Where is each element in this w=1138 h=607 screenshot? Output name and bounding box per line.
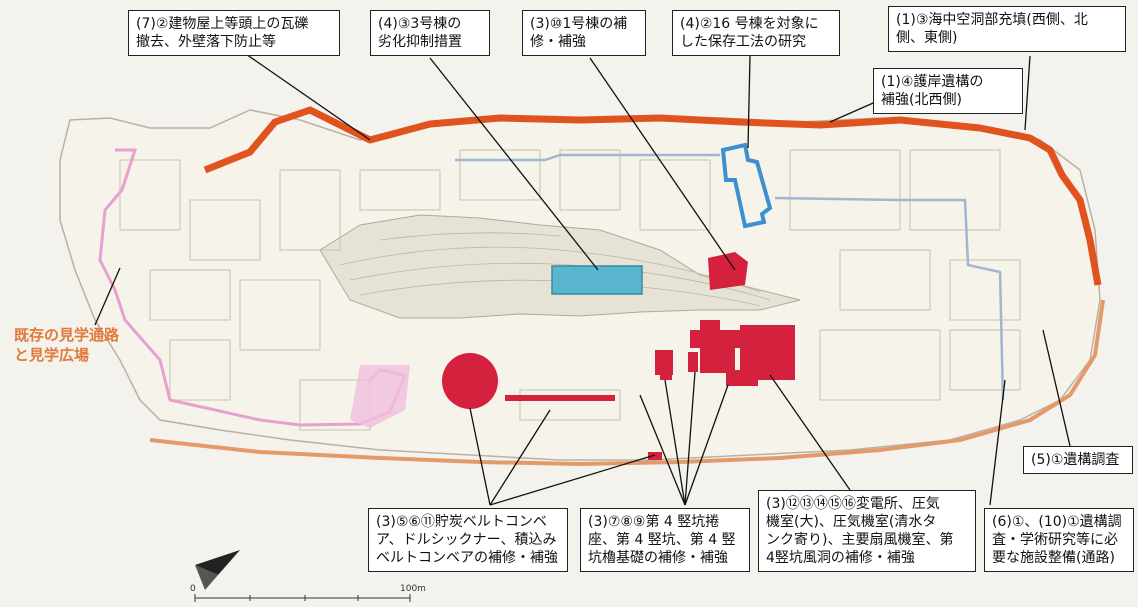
label-1-4-line1: (1)④護岸遺構の bbox=[881, 74, 984, 90]
label-7-2: (7)②建物屋上等頭上の瓦礫 撤去、外壁落下防止等 bbox=[128, 10, 340, 56]
label-3-10-line2: 修・補強 bbox=[530, 34, 586, 50]
label-1-3: (1)③海中空洞部充填(西側、北 側、東側) bbox=[888, 6, 1126, 52]
seawall-south bbox=[149, 299, 1105, 467]
label-4-3-line1: (4)③3号棟の bbox=[378, 16, 462, 32]
label-3-5-line1: (3)⑤⑥⑪貯炭ベルトコンベ bbox=[376, 514, 547, 530]
scale-start: 0 bbox=[190, 584, 196, 594]
north-arrow-icon bbox=[195, 550, 240, 590]
label-5-1: (5)①遺構調査 bbox=[1023, 446, 1133, 474]
label-3-10-line1: (3)⑩1号棟の補 bbox=[530, 16, 628, 32]
scale-end: 100m bbox=[400, 584, 426, 594]
label-7-2-line2: 撤去、外壁落下防止等 bbox=[136, 34, 276, 50]
label-3-7-line2: 座、第 4 竪坑、第 4 竪 bbox=[588, 532, 736, 548]
label-4-2-line2: した保存工法の研究 bbox=[680, 34, 806, 50]
route-label-line2: と見学広場 bbox=[14, 346, 90, 364]
label-1-3-line2: 側、東側) bbox=[896, 30, 958, 46]
label-3-5-line2: ア、ドルシックナー、積込み bbox=[376, 532, 557, 548]
label-6-1-line2: 査・学術研究等に必 bbox=[992, 532, 1118, 548]
visitor-plaza bbox=[350, 365, 410, 428]
building-footprints bbox=[119, 149, 1021, 431]
label-4-3: (4)③3号棟の 劣化抑制措置 bbox=[370, 10, 490, 56]
label-6-1-line1: (6)①、(10)①遺構調 bbox=[992, 514, 1122, 530]
label-3-12-line3: ンク寄り)、主要扇風機室、第 bbox=[766, 532, 954, 548]
building-16-outline bbox=[720, 142, 773, 229]
seawall-north bbox=[203, 106, 1102, 286]
label-3-7-line3: 坑櫓基礎の補修・補強 bbox=[588, 550, 728, 566]
label-4-2-line1: (4)②16 号棟を対象に bbox=[680, 16, 819, 32]
scale-bar bbox=[194, 594, 411, 602]
route-label: 既存の見学通路 と見学広場 bbox=[14, 325, 119, 365]
label-3-12-line2: 機室(大)、圧気機室(清水タ bbox=[766, 514, 937, 530]
pipe-line bbox=[455, 153, 1005, 401]
label-3-12-line1: (3)⑫⑬⑭⑮⑯変電所、圧気 bbox=[766, 496, 940, 512]
label-3-7-line1: (3)⑦⑧⑨第 4 竪坑捲 bbox=[588, 514, 720, 530]
leader-lines bbox=[94, 42, 1071, 506]
label-6-1-line3: 要な施設整備(通路) bbox=[992, 550, 1115, 566]
label-1-4: (1)④護岸遺構の 補強(北西側) bbox=[873, 68, 1023, 114]
label-4-2: (4)②16 号棟を対象に した保存工法の研究 bbox=[672, 10, 840, 56]
label-3-10: (3)⑩1号棟の補 修・補強 bbox=[522, 10, 646, 56]
label-7-2-line1: (7)②建物屋上等頭上の瓦礫 bbox=[136, 16, 309, 32]
label-3-7: (3)⑦⑧⑨第 4 竪坑捲 座、第 4 竪坑、第 4 竪 坑櫓基礎の補修・補強 bbox=[580, 508, 750, 572]
label-1-4-line2: 補強(北西側) bbox=[881, 92, 962, 108]
label-3-5: (3)⑤⑥⑪貯炭ベルトコンベ ア、ドルシックナー、積込み ベルトコンベアの補修・… bbox=[368, 508, 568, 572]
label-3-12: (3)⑫⑬⑭⑮⑯変電所、圧気 機室(大)、圧気機室(清水タ ンク寄り)、主要扇風… bbox=[758, 490, 976, 572]
route-label-line1: 既存の見学通路 bbox=[14, 326, 120, 344]
label-3-5-line3: ベルトコンベアの補修・補強 bbox=[376, 550, 558, 566]
label-3-12-line4: 4竪坑風洞の補修・補強 bbox=[766, 550, 915, 566]
label-1-3-line1: (1)③海中空洞部充填(西側、北 bbox=[896, 12, 1088, 28]
label-5-1-line1: (5)①遺構調査 bbox=[1031, 452, 1120, 468]
building-3 bbox=[551, 265, 643, 295]
label-4-3-line2: 劣化抑制措置 bbox=[378, 34, 462, 50]
red-facilities bbox=[442, 252, 795, 460]
label-6-1: (6)①、(10)①遺構調 査・学術研究等に必 要な施設整備(通路) bbox=[984, 508, 1134, 572]
